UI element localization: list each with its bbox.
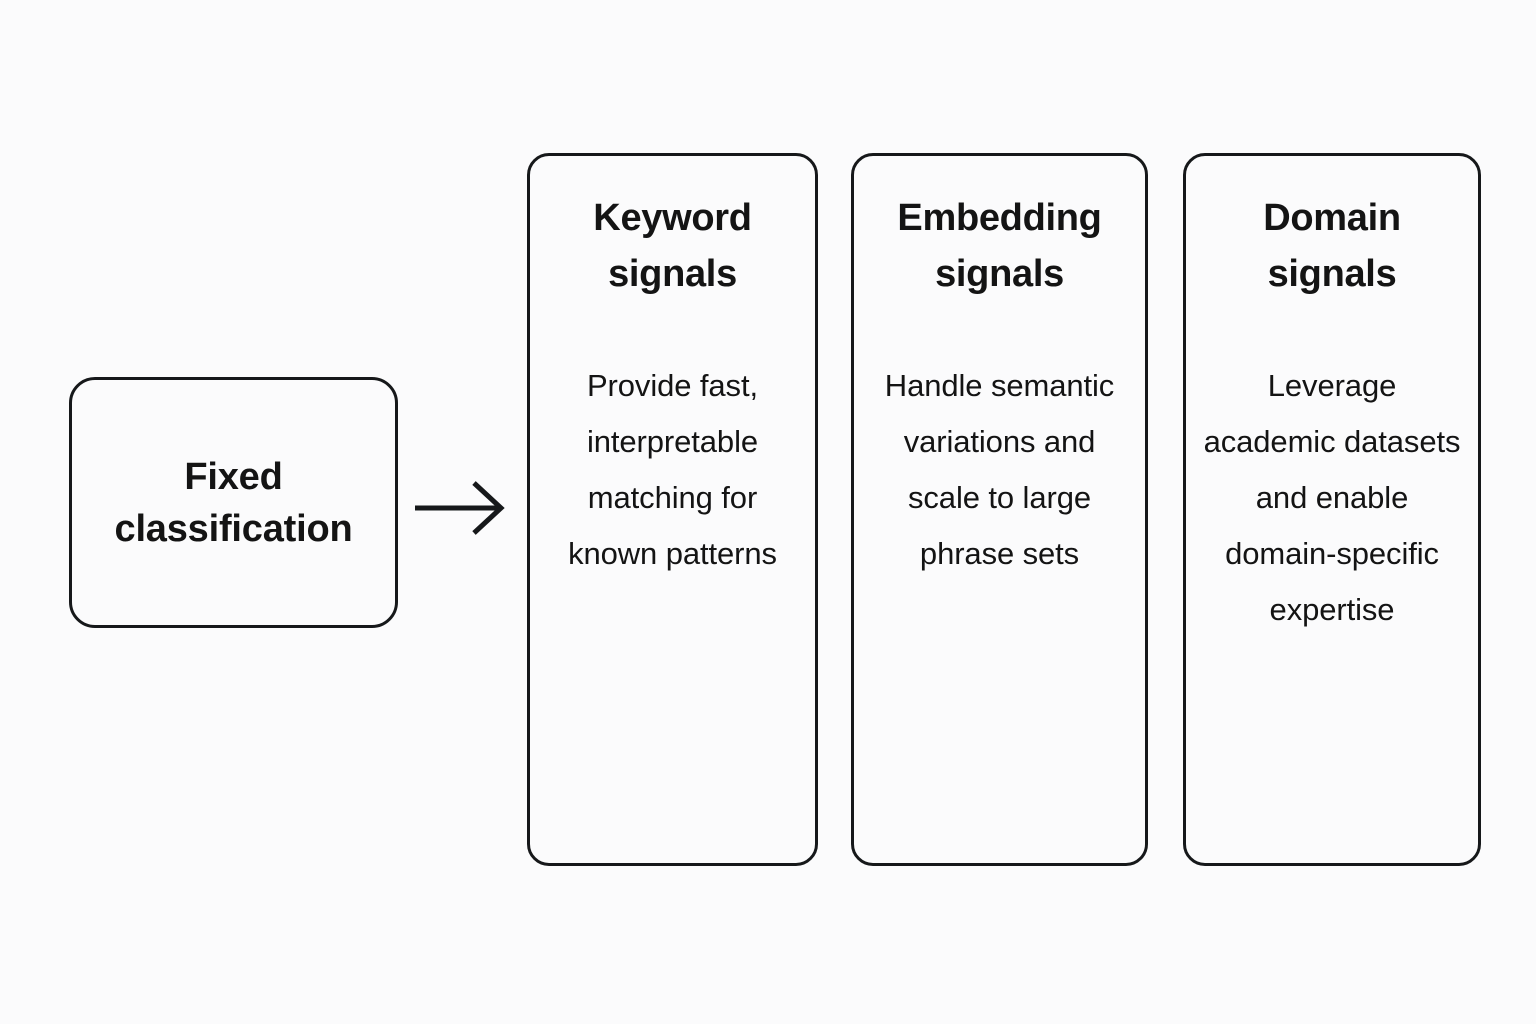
signal-card-title: Keyword signals xyxy=(593,197,752,295)
connector-arrow xyxy=(404,470,522,546)
signal-card-title: Embedding signals xyxy=(897,197,1102,295)
arrow-right-icon xyxy=(415,481,505,535)
signal-card-body: Handle semantic variations and scale to … xyxy=(884,368,1115,571)
source-node-label: Fixed classification xyxy=(114,455,353,550)
signal-card-body: Provide fast, interpretable matching for… xyxy=(568,368,777,571)
source-node-fixed-classification[interactable]: Fixed classification xyxy=(69,377,398,628)
signal-card-title: Domain signals xyxy=(1263,197,1401,295)
signal-card-keyword[interactable]: Keyword signals Provide fast, interpreta… xyxy=(527,153,818,866)
signal-card-domain[interactable]: Domain signals Leverage academic dataset… xyxy=(1183,153,1481,866)
signal-card-body: Leverage academic datasets and enable do… xyxy=(1203,368,1461,627)
signal-card-embedding[interactable]: Embedding signals Handle semantic variat… xyxy=(851,153,1148,866)
